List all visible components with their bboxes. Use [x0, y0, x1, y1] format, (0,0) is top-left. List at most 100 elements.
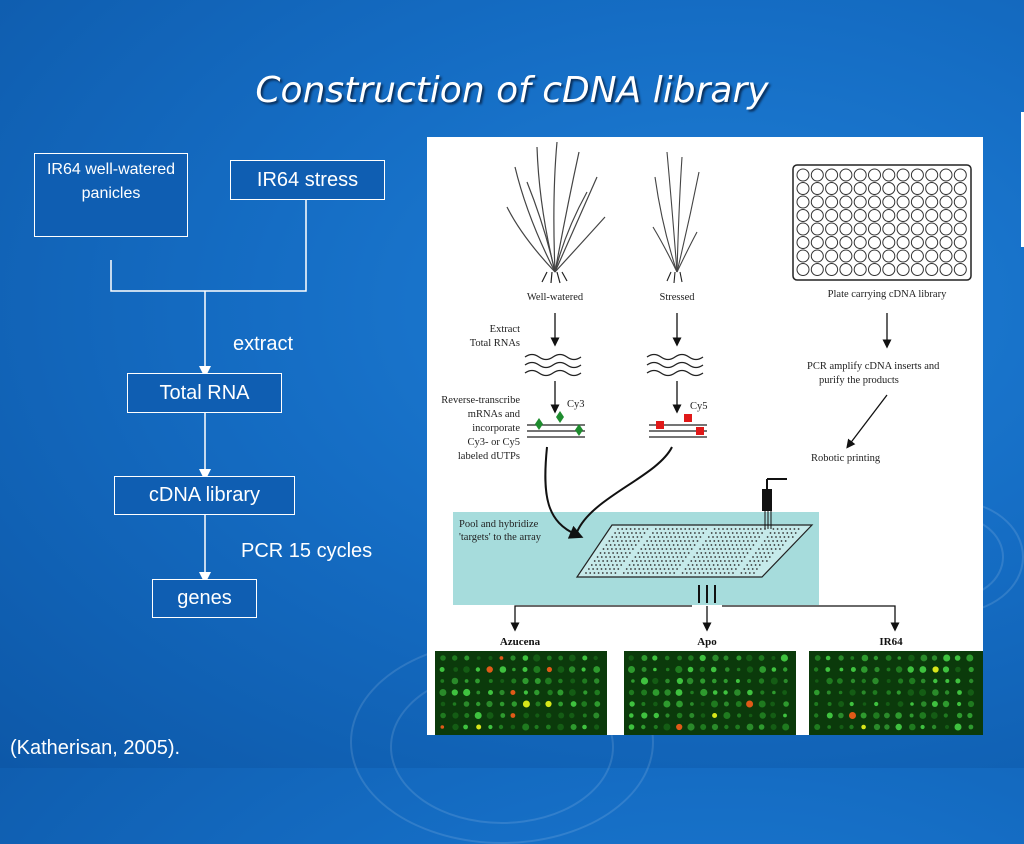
microarray-spot	[825, 655, 831, 661]
array-spot	[723, 572, 726, 574]
array-spot	[668, 532, 671, 534]
microarray-spot	[546, 655, 552, 661]
box-ir64-wellwatered-label: IR64 well-watered panicles	[46, 161, 176, 202]
array-spot	[704, 552, 707, 554]
array-spot	[720, 536, 723, 538]
result-image-apo	[624, 651, 796, 735]
microarray-spot	[955, 678, 961, 684]
box-genes-label: genes	[177, 587, 232, 609]
array-spot	[657, 536, 660, 538]
array-spot	[687, 552, 690, 554]
array-spot	[621, 540, 623, 542]
plate-well	[810, 195, 824, 209]
microarray-spot	[452, 723, 459, 731]
microarray-spot	[736, 667, 741, 672]
array-spot	[620, 564, 623, 566]
microarray-spot	[534, 724, 539, 730]
array-spot	[746, 564, 749, 566]
array-spot	[615, 536, 618, 538]
array-spot	[659, 528, 661, 530]
array-spot	[667, 540, 669, 542]
array-spot	[684, 528, 687, 530]
microarray-spot	[736, 655, 742, 661]
microarray-spot	[886, 679, 891, 683]
array-spot	[649, 536, 651, 538]
array-spot	[649, 564, 652, 566]
microarray-spot	[522, 655, 529, 661]
plate-well	[825, 249, 839, 263]
array-spot	[651, 556, 654, 558]
array-spot	[723, 532, 726, 534]
microarray-spot	[897, 701, 904, 707]
microarray-spot	[944, 724, 950, 730]
array-spot	[611, 548, 613, 550]
array-spot	[713, 540, 716, 542]
array-spot	[684, 568, 687, 570]
microarray-spot	[943, 713, 948, 718]
microarray-spot	[898, 678, 904, 684]
microarray-spot	[813, 667, 819, 672]
array-spot	[654, 540, 657, 542]
array-spot	[776, 540, 779, 542]
microarray-spot	[500, 713, 506, 718]
plate-well	[853, 195, 867, 209]
array-spot	[632, 548, 634, 550]
array-spot	[668, 556, 670, 558]
array-spot	[727, 572, 730, 574]
microarray-spot	[652, 677, 659, 685]
microarray-spot	[440, 701, 446, 707]
array-spot	[694, 560, 697, 562]
microarray-spot	[920, 654, 928, 662]
microarray-figure: Well-watered Stressed Plate carrying cDN…	[427, 137, 983, 735]
array-spot	[769, 532, 772, 534]
array-spot	[692, 540, 695, 542]
label-extract: extract	[233, 333, 294, 355]
array-spot	[686, 536, 689, 538]
microarray-spot	[826, 690, 831, 695]
plate-well	[853, 209, 867, 222]
array-spot	[714, 568, 716, 570]
plate-well	[839, 195, 853, 209]
array-spot	[731, 544, 734, 546]
array-spot	[731, 556, 733, 558]
array-spot	[658, 564, 660, 566]
array-spot	[677, 560, 680, 562]
microarray-spot	[770, 712, 777, 719]
microarray-spot	[628, 655, 634, 661]
array-spot	[797, 528, 800, 530]
array-spot	[711, 560, 714, 562]
microarray-spot	[581, 667, 586, 672]
plant-stressed-icon	[652, 151, 700, 284]
plate-well	[896, 236, 910, 249]
pool-text-1: Pool and hybridize	[459, 519, 539, 530]
array-spot	[705, 568, 708, 570]
microarray-spot	[569, 689, 576, 696]
plate-well	[796, 222, 810, 236]
array-spot	[644, 560, 646, 562]
array-spot	[781, 544, 784, 546]
array-spot	[682, 548, 685, 550]
array-spot	[650, 540, 653, 542]
microarray-spot	[510, 655, 516, 661]
microarray-spot	[451, 677, 459, 685]
extract-text-2: Total RNAs	[470, 338, 520, 349]
microarray-spot	[758, 724, 765, 730]
array-spot	[604, 568, 607, 570]
microarray-spot	[628, 689, 635, 696]
array-spot	[603, 564, 606, 566]
array-spot	[741, 548, 743, 550]
array-spot	[681, 544, 683, 546]
microarray-spot	[873, 712, 880, 719]
microarray-spot	[523, 712, 530, 719]
microarray-spot	[838, 655, 844, 661]
microarray-spot	[689, 713, 695, 718]
array-spot	[721, 540, 724, 542]
plate-well	[925, 249, 939, 263]
array-spot	[698, 532, 700, 534]
array-spot	[748, 532, 751, 534]
plate-well	[853, 222, 867, 236]
plate-icon	[792, 164, 972, 281]
microarray-spot	[499, 689, 505, 696]
microarray-spot	[475, 678, 480, 684]
plate-well	[953, 195, 967, 209]
